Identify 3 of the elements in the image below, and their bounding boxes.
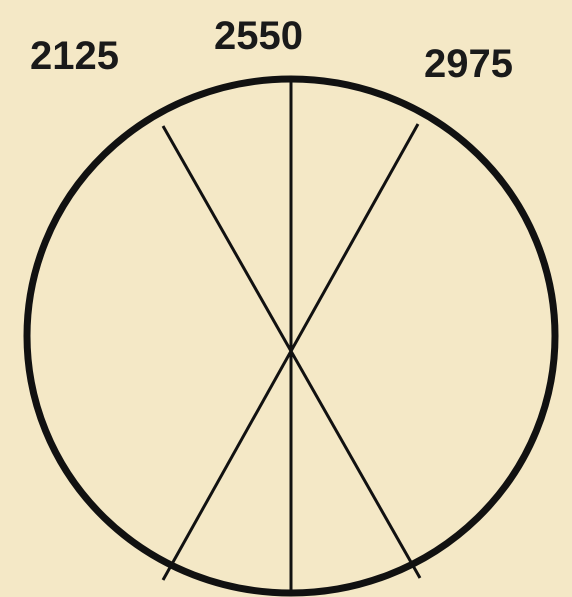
value-label: 2550 [214,16,303,56]
value-label: 2975 [424,44,513,84]
value-label: 2125 [30,36,119,76]
